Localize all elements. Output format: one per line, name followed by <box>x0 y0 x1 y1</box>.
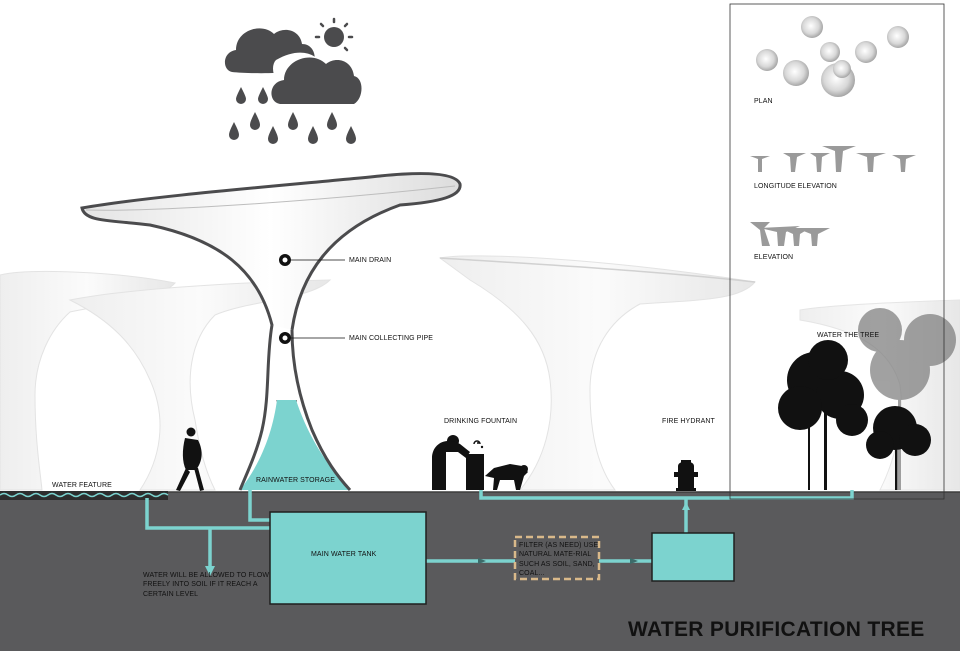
label-rainwater-storage: RAINWATER STORAGE <box>256 477 335 484</box>
main-purification-tree <box>80 172 462 492</box>
pedestrian-icon <box>176 427 204 491</box>
cloud-sun-icon <box>224 17 362 105</box>
label-main-drain: MAIN DRAIN <box>349 257 392 264</box>
label-elevation: ELEVATION <box>754 254 794 261</box>
ground-section <box>0 492 960 651</box>
filter-box <box>513 535 601 581</box>
fire-hydrant-icon <box>674 460 698 491</box>
label-water-feature: WATER FEATURE <box>52 482 112 489</box>
elevation-illustration <box>750 222 830 246</box>
water-feature-strip <box>0 491 169 500</box>
label-main-collecting-pipe: MAIN COLLECTING PIPE <box>349 335 434 342</box>
label-drinking-fountain: DRINKING FOUNTAIN <box>444 418 518 425</box>
label-plan: PLAN <box>754 98 773 105</box>
label-longitude-elevation: LONGITUDE ELEVATION <box>754 183 837 190</box>
diagram-title: WATER PURIFICATION TREE <box>628 618 925 641</box>
rain-drops-icon <box>229 87 356 144</box>
main-water-tank <box>269 511 427 605</box>
label-main-water-tank: MAIN WATER TANK <box>311 551 377 558</box>
overflow-arrow <box>205 566 215 576</box>
plan-view-illustration <box>756 16 909 97</box>
label-fire-hydrant: FIRE HYDRANT <box>662 418 715 425</box>
tree-icon <box>778 308 956 490</box>
dog-icon <box>485 464 528 490</box>
label-overflow-note: WATER WILL BE ALLOWED TO FLOW FREELY INT… <box>143 572 270 598</box>
label-filter-note: FILTER (AS NEED) USE NATURAL MATE-RIAL S… <box>519 542 599 578</box>
drinking-fountain-icon <box>432 435 484 490</box>
views-panel <box>729 3 945 500</box>
secondary-tank <box>651 532 735 582</box>
label-water-the-tree: WATER THE TREE <box>817 332 880 339</box>
longitude-elevation-illustration <box>750 146 916 172</box>
